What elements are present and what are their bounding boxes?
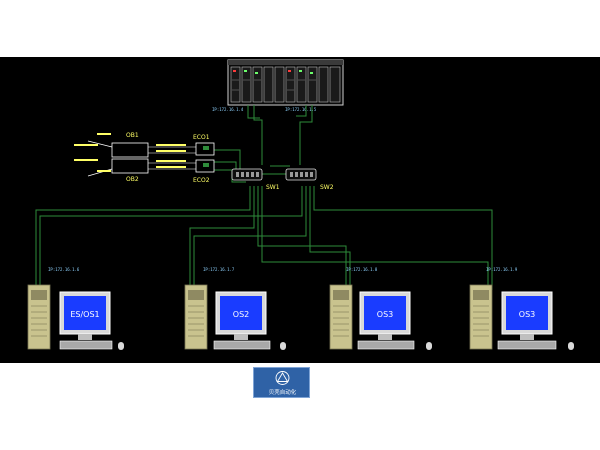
station-2-ip: IP:172.16.1.7	[203, 267, 235, 272]
switch-2-label: SW2	[320, 184, 334, 191]
optical-box-2-label: OB2	[126, 176, 139, 183]
brand-logo: 贝壳自动化	[253, 367, 310, 398]
logo-text: 贝壳自动化	[269, 388, 297, 396]
station-1-label: ES/OS1	[70, 310, 99, 319]
station-1-ip: IP:172.16.1.6	[48, 267, 80, 272]
switch-1-label: SW1	[266, 184, 280, 191]
controller-rack	[227, 59, 344, 106]
workstation-2	[184, 284, 286, 350]
converter-1-label: ECO1	[193, 134, 210, 141]
controller-ip-right: IP:172.16.1.5	[285, 107, 317, 112]
station-4-ip: IP:172.16.1.9	[486, 267, 518, 272]
optical-box-2	[111, 158, 149, 174]
workstation-1	[27, 284, 124, 350]
station-3-ip: IP:172.16.1.8	[346, 267, 378, 272]
fiber-section	[74, 133, 215, 177]
switch-2	[285, 168, 317, 181]
optical-box-1-label: OB1	[126, 132, 139, 139]
triangle-logo-icon: 贝壳自动化	[269, 371, 297, 396]
station-2-label: OS2	[233, 310, 249, 319]
network-links	[35, 105, 493, 290]
station-3-label: OS3	[377, 310, 393, 319]
station-4-label: OS3	[519, 310, 535, 319]
network-diagram-canvas: IP:172.16.1.4 IP:172.16.1.5	[0, 57, 600, 363]
controller-ip-left: IP:172.16.1.4	[212, 107, 244, 112]
workstation-3	[329, 284, 432, 350]
network-diagram: IP:172.16.1.4 IP:172.16.1.5	[27, 59, 574, 350]
optical-box-1	[111, 142, 149, 158]
converter-2-label: ECO2	[193, 177, 210, 184]
workstation-4	[469, 284, 574, 350]
switch-1	[231, 168, 263, 181]
